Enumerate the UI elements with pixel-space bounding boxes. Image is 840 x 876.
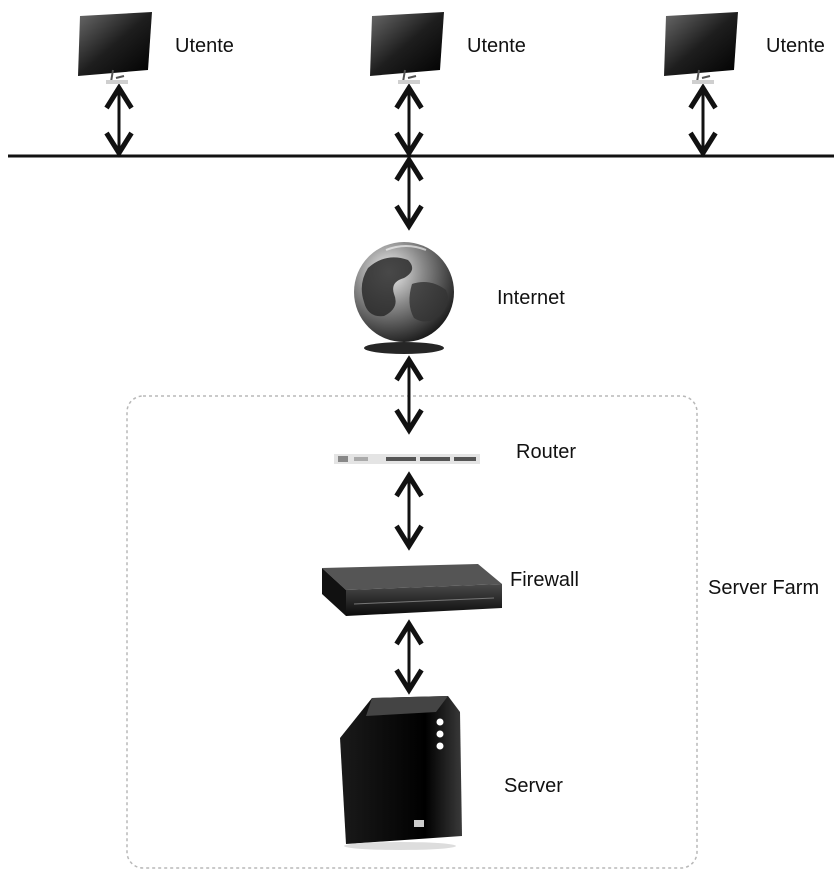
connectors (104, 83, 718, 695)
monitor-icon (78, 12, 152, 84)
user-1-label: Utente (175, 35, 234, 57)
router-icon (334, 454, 480, 464)
server-icon (340, 696, 462, 850)
internet-label: Internet (497, 287, 565, 309)
firewall-icon (322, 564, 502, 616)
user-3-label: Utente (766, 35, 825, 57)
server-label: Server (504, 775, 563, 797)
router-label: Router (516, 441, 577, 463)
globe-icon (354, 242, 454, 354)
firewall-label: Firewall (510, 569, 579, 591)
server-farm-group (126, 395, 698, 869)
monitor-icon (664, 12, 738, 84)
server-farm-label: Server Farm (708, 577, 820, 599)
user-2-label: Utente (467, 35, 526, 57)
monitor-icon (370, 12, 444, 84)
